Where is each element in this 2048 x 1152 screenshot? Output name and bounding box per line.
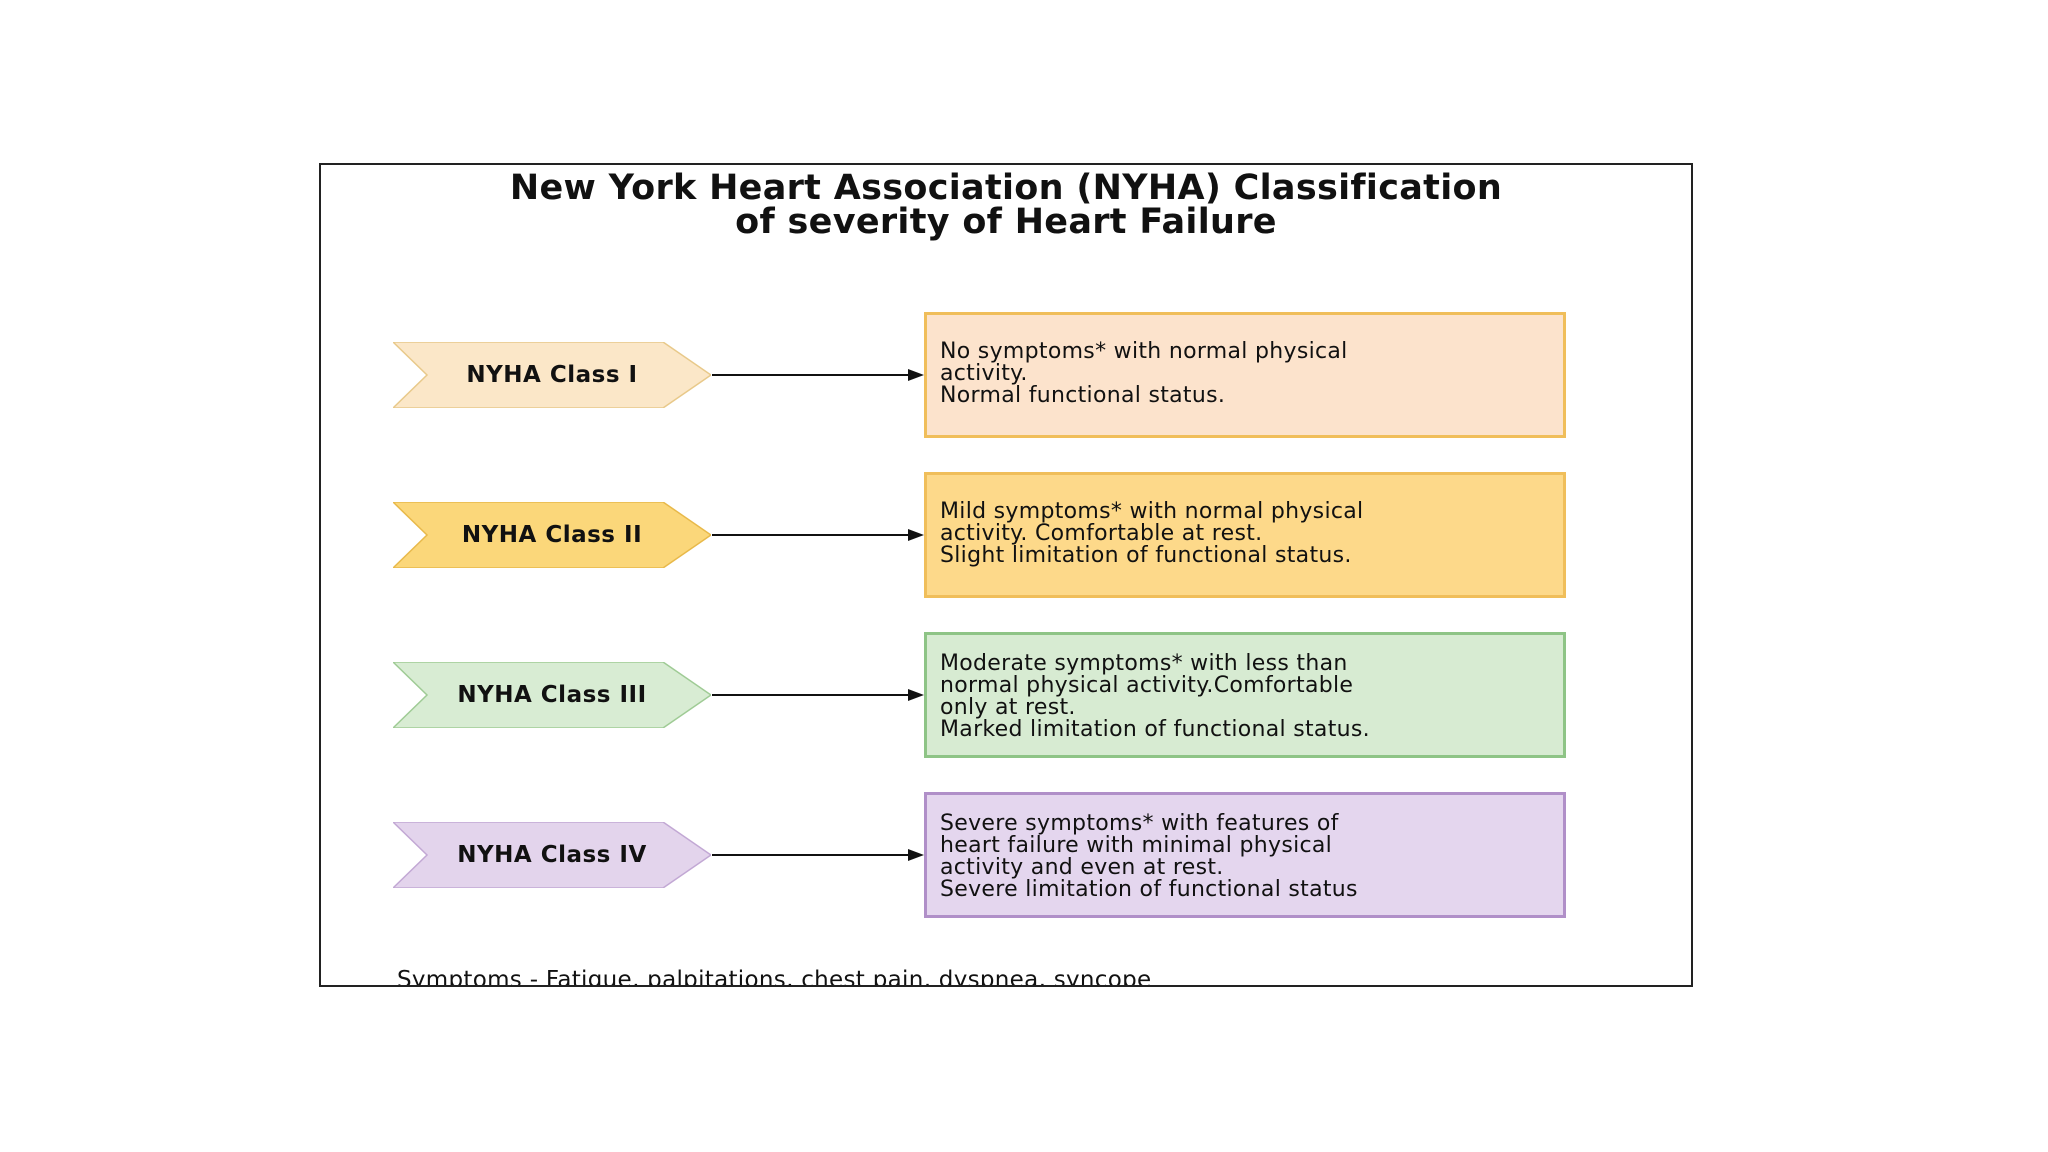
description-line: Marked limitation of functional status. bbox=[940, 717, 1370, 742]
class-2-connector-arrow bbox=[712, 529, 924, 541]
description-line: heart failure with minimal physical bbox=[940, 833, 1333, 858]
class-2-description-box: Mild symptoms* with normal physical acti… bbox=[924, 472, 1566, 598]
class-1-description-box: No symptoms* with normal physical activi… bbox=[924, 312, 1566, 438]
class-4-connector-arrow bbox=[712, 849, 924, 861]
description-line: normal physical activity.Comfortable bbox=[940, 673, 1354, 698]
description-line: activity. Comfortable at rest. bbox=[940, 521, 1263, 546]
class-1-connector-arrow bbox=[712, 369, 924, 381]
description-line: activity. bbox=[940, 361, 1028, 386]
chevron-shape bbox=[393, 662, 711, 728]
class-1-label-arrow: NYHA Class I bbox=[393, 342, 711, 408]
chevron-shape bbox=[393, 822, 711, 888]
chevron-shape bbox=[393, 342, 711, 408]
class-3-description-box: Moderate symptoms* with less than normal… bbox=[924, 632, 1566, 758]
diagram-title: New York Heart Association (NYHA) Classi… bbox=[321, 168, 1691, 242]
chevron-shape bbox=[393, 502, 711, 568]
description-line: No symptoms* with normal physical bbox=[940, 339, 1348, 364]
class-3-label-arrow: NYHA Class III bbox=[393, 662, 711, 728]
description-line: only at rest. bbox=[940, 695, 1076, 720]
class-3-label: NYHA Class III bbox=[457, 682, 647, 708]
class-4-label-arrow: NYHA Class IV bbox=[393, 822, 711, 888]
class-1-label: NYHA Class I bbox=[466, 362, 638, 388]
description-line: Moderate symptoms* with less than bbox=[940, 651, 1348, 676]
class-4-description-box: Severe symptoms* with features of heart … bbox=[924, 792, 1566, 918]
title-line: New York Heart Association (NYHA) Classi… bbox=[509, 168, 1503, 208]
symptoms-footnote: Symptoms - Fatigue, palpitations, chest … bbox=[397, 967, 1152, 987]
class-3-connector-arrow bbox=[712, 689, 924, 701]
title-line: of severity of Heart Failure bbox=[735, 202, 1277, 242]
description-line: Severe limitation of functional status bbox=[940, 877, 1358, 902]
description-line: activity and even at rest. bbox=[940, 855, 1224, 880]
description-line: Slight limitation of functional status. bbox=[940, 543, 1352, 568]
class-2-label-arrow: NYHA Class II bbox=[393, 502, 711, 568]
class-2-label: NYHA Class II bbox=[461, 522, 643, 548]
nyha-diagram: New York Heart Association (NYHA) Classi… bbox=[319, 163, 1693, 987]
description-line: Normal functional status. bbox=[940, 383, 1226, 408]
class-4-label: NYHA Class IV bbox=[457, 842, 647, 868]
description-line: Severe symptoms* with features of bbox=[940, 811, 1339, 836]
description-line: Mild symptoms* with normal physical bbox=[940, 499, 1364, 524]
